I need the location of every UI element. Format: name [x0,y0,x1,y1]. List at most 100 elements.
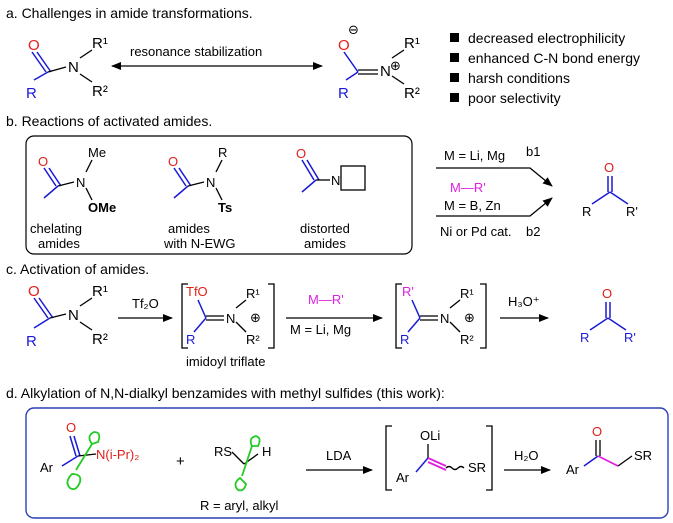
n-ewg-amide: O N R Ts amides with N-EWG [163,145,236,251]
this-work-box [25,407,669,519]
svg-text:R': R' [626,204,638,219]
amide-zwitterion: O ⊖ R N ⊕ R¹ R² [338,22,420,102]
imidoyl-triflate: TfO R N ⊕ R¹ R² imidoyl triflate [181,283,275,369]
svg-text:O: O [38,154,48,169]
svg-text:Ar: Ar [566,462,580,477]
svg-text:R¹: R¹ [404,35,420,52]
svg-text:O: O [602,286,612,301]
ketone-product-b: O R R' [582,160,638,219]
distorted-amide: O N distorted amides [296,146,366,251]
amide-c-start: O R N R¹ R² [26,283,108,350]
svg-text:O: O [66,420,76,435]
svg-text:⊕: ⊕ [390,58,401,73]
svg-text:⊖: ⊖ [348,22,359,37]
svg-text:O: O [338,37,350,54]
svg-text:M = Li, Mg: M = Li, Mg [290,322,351,337]
svg-text:N: N [380,63,391,80]
svg-text:b1: b1 [526,144,540,159]
svg-text:O: O [168,154,178,169]
svg-text:O: O [604,160,614,175]
svg-text:M—R': M—R' [450,180,486,195]
ketone-product-c: O R R' [580,286,636,345]
svg-text:amides: amides [304,236,346,251]
organometallic-arrow: M—R' M = Li, Mg [286,292,383,337]
svg-text:R¹: R¹ [246,286,260,301]
svg-text:with N-EWG: with N-EWG [163,236,236,251]
svg-text:H: H [262,444,271,459]
svg-text:R: R [582,204,591,219]
svg-text:R²: R² [92,331,108,348]
svg-text:Ni or Pd cat.: Ni or Pd cat. [440,224,512,239]
svg-text:H₂O: H₂O [514,448,539,463]
svg-text:O: O [28,283,40,300]
svg-text:R = aryl, alkyl: R = aryl, alkyl [200,498,278,513]
svg-text:N(i-Pr)₂: N(i-Pr)₂ [96,447,139,462]
svg-text:SR: SR [468,460,486,475]
svg-text:poor selectivity: poor selectivity [468,90,561,106]
svg-text:R: R [400,332,409,347]
route-b2-arrow: M—R' M = B, Zn Ni or Pd cat. b2 [436,180,553,239]
svg-text:⊕: ⊕ [464,310,475,325]
svg-text:N: N [331,173,340,188]
svg-text:R: R [218,145,227,160]
svg-text:R: R [26,85,37,102]
plus-sign: + [176,453,185,470]
svg-text:H₃O⁺: H₃O⁺ [508,294,540,309]
svg-text:LDA: LDA [326,448,352,463]
svg-text:R¹: R¹ [92,35,108,52]
svg-text:⊕: ⊕ [250,310,261,325]
svg-text:Ar: Ar [396,470,410,485]
svg-text:M—R': M—R' [308,292,344,307]
weinreb-amide: O N Me OMe chelating amides [30,145,116,251]
methyl-sulfide-substrate: RS H R = aryl, alkyl [200,435,278,513]
svg-text:resonance stabilization: resonance stabilization [130,44,262,59]
svg-text:M = Li, Mg: M = Li, Mg [444,148,505,163]
svg-text:enhanced C-N bond energy: enhanced C-N bond energy [468,50,640,66]
svg-text:M = B, Zn: M = B, Zn [444,198,501,213]
svg-text:chelating: chelating [30,221,82,236]
water-quench-arrow: H₂O [504,448,551,474]
activated-amides-box [25,135,413,255]
svg-text:N: N [440,311,449,326]
svg-text:O: O [592,424,602,439]
svg-text:harsh conditions: harsh conditions [468,70,570,86]
svg-text:Ts: Ts [218,200,232,215]
svg-text:amides: amides [38,236,80,251]
svg-text:RS: RS [214,444,232,459]
svg-text:N: N [68,307,79,324]
lda-arrow: LDA [306,448,373,474]
svg-text:OLi: OLi [420,428,440,443]
section-b-title: b. Reactions of activated amides. [6,113,212,129]
svg-text:R: R [186,332,195,347]
section-c-title: c. Activation of amides. [6,261,149,277]
svg-text:Tf₂O: Tf₂O [132,296,159,311]
section-a-title: a. Challenges in amide transformations. [6,5,253,21]
svg-text:O: O [28,37,40,54]
section-d-title: d. Alkylation of N,N-dialkyl benzamides … [6,385,445,401]
tf2o-arrow: Tf₂O [118,296,173,322]
svg-text:distorted: distorted [300,221,350,236]
svg-text:b2: b2 [526,224,540,239]
svg-text:SR: SR [634,448,652,463]
iminium-intermediate: R' R N ⊕ R¹ R² [395,283,487,349]
resonance-arrow: resonance stabilization [111,44,323,70]
svg-text:Me: Me [88,145,106,160]
challenge-bullet-list: decreased electrophilicity enhanced C-N … [450,30,640,106]
svg-text:TfO: TfO [186,284,208,299]
svg-text:R': R' [624,330,636,345]
svg-text:R': R' [402,284,414,299]
svg-text:R: R [26,333,37,350]
svg-text:R²: R² [246,332,260,347]
svg-text:N: N [76,175,85,190]
svg-text:R¹: R¹ [92,283,108,300]
svg-text:R²: R² [92,83,108,100]
svg-text:OMe: OMe [88,200,116,215]
alkylated-ketone-product: O Ar SR [566,424,652,477]
amide-neutral: O R N R¹ R² [26,35,108,102]
svg-text:N: N [68,59,79,76]
svg-text:N: N [226,311,235,326]
svg-text:decreased electrophilicity: decreased electrophilicity [468,30,625,46]
svg-text:R: R [338,85,349,102]
